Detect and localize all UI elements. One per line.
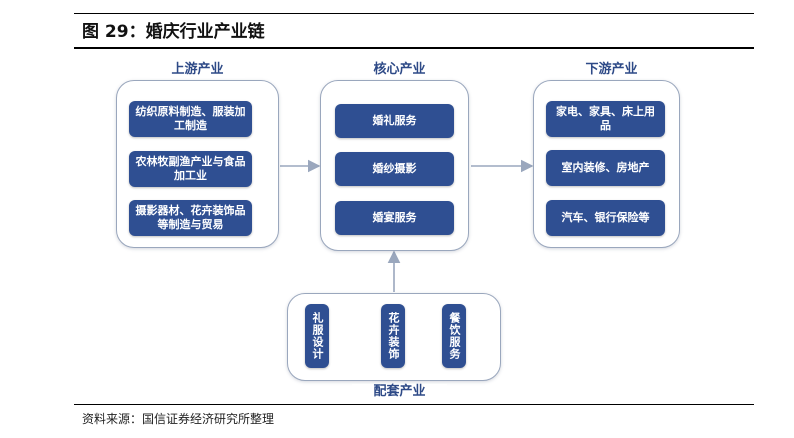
core-item-wedding-photography: 婚纱摄影 [335,152,454,186]
title-rule [74,47,754,49]
source-note: 资料来源：国信证券经济研究所整理 [82,412,275,426]
top-rule [74,13,754,14]
supporting-title: 配套产业 [352,384,447,400]
downstream-item-home-furnishing: 家电、家具、床上用品 [546,101,665,137]
core-title: 核心产业 [352,62,447,78]
upstream-title: 上游产业 [150,62,245,78]
supporting-item-catering-service: 餐饮服务 [442,304,466,368]
upstream-item-textile: 纺织原料制造、服装加工制造 [129,101,252,137]
upstream-item-agriculture: 农林牧副渔产业与食品加工业 [129,151,252,187]
supporting-item-floral-decoration: 花卉装饰 [381,304,405,368]
figure-title: 图 29：婚庆行业产业链 [82,22,265,42]
core-item-wedding-service: 婚礼服务 [335,104,454,138]
core-item-banquet-service: 婚宴服务 [335,201,454,235]
downstream-item-renovation: 室内装修、房地产 [546,150,665,186]
downstream-item-auto-finance: 汽车、银行保险等 [546,200,665,236]
downstream-title: 下游产业 [564,62,659,78]
upstream-item-equipment: 摄影器材、花卉装饰品等制造与贸易 [129,200,252,236]
bottom-rule [74,404,754,405]
supporting-item-gown-design: 礼服设计 [305,304,329,368]
